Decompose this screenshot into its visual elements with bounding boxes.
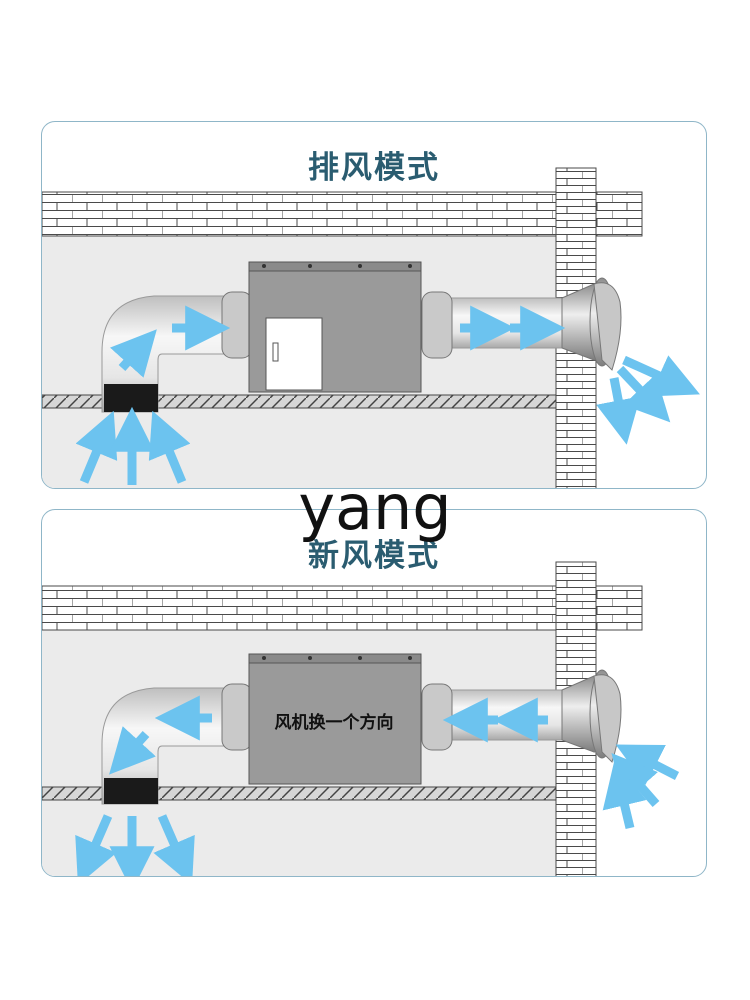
airflow-arrow-icon xyxy=(75,814,117,876)
fresh-air-mode-panel: 新风模式 风机换一个方向 xyxy=(41,509,707,877)
airflow-arrow-icon xyxy=(153,814,195,876)
fresh-air-mode-title: 新风模式 xyxy=(308,538,440,574)
brick-wall-icon xyxy=(42,191,643,237)
airflow-arrow-icon xyxy=(109,726,156,775)
airflow-arrows xyxy=(75,695,680,876)
wall-hood-icon xyxy=(561,669,622,763)
fan-box-icon xyxy=(221,261,453,393)
airflow-arrow-icon xyxy=(602,761,647,830)
exhaust-mode-panel: 排风模式 xyxy=(41,121,707,489)
airflow-arrow-icon xyxy=(110,329,157,378)
exhaust-mode-title: 排风模式 xyxy=(308,150,440,186)
airflow-arrow-icon xyxy=(596,377,641,445)
floor-slab xyxy=(42,786,557,801)
fan-box-icon xyxy=(221,653,453,785)
airflow-arrow-icon xyxy=(615,744,680,786)
airflow-arrow-icon xyxy=(148,410,191,484)
fan-reverse-note: 风机换一个方向 xyxy=(274,713,394,733)
brick-wall-icon xyxy=(42,585,643,631)
airflow-arrows xyxy=(75,305,700,485)
airflow-arrow-icon xyxy=(75,410,118,484)
floor-slab xyxy=(42,394,557,409)
airflow-arrow-icon xyxy=(611,753,660,807)
watermark-text: yang xyxy=(298,471,452,544)
exhaust-scene xyxy=(42,167,700,488)
fresh-air-scene xyxy=(42,561,680,876)
airflow-arrow-icon xyxy=(616,365,671,423)
